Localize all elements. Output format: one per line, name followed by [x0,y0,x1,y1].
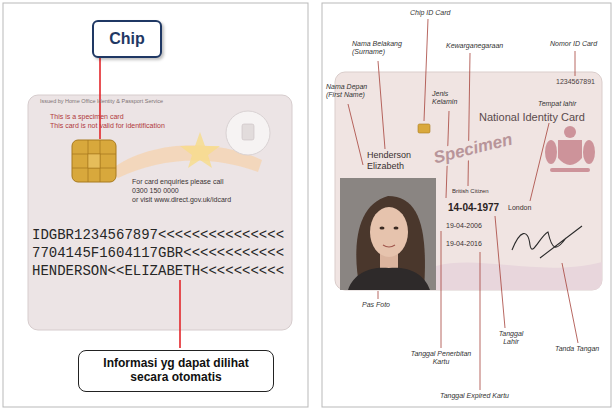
box-text: Informasi yg dapat dilihat secara otomat… [85,356,267,385]
annotation-label: Nama Depan (First Name) [326,83,372,98]
card-text: 14-04-1977 [448,202,499,213]
chip-symbol [88,154,100,168]
portrait-photo [348,268,430,290]
annotation-label: Jenis Kelamin [432,90,464,105]
card-text: London [508,204,531,212]
mrz-line: IDGBR1234567897<<<<<<<<<<<<<<< [32,228,284,243]
box-text: Chip [109,29,145,48]
mrz-line: 7704145F1604117GBR<<<<<<<<<<<< [32,246,284,261]
card-text: This is a specimen card [50,113,124,121]
leader-line [378,291,379,299]
portrait-photo [340,178,436,290]
leader-line [348,19,578,390]
leader-line [424,19,428,121]
portrait-photo [394,227,399,230]
annotation-label: Kewarganegaraan [446,42,503,50]
portrait-photo [380,227,385,230]
portrait-photo [340,178,436,290]
portrait-photo [370,207,408,257]
card-front [335,72,602,290]
card-text: or visit www.direct.gov.uk/idcard [132,196,231,204]
card-text: 1234567891 [556,78,595,86]
portrait-photo [383,245,395,247]
card-back [28,95,292,330]
card-text: 0300 150 0000 [132,187,179,195]
card-front [436,262,602,290]
crest-symbol [545,126,595,172]
card-text: For card enquiries please call [132,178,223,186]
leader-line [378,61,385,149]
signature [512,226,582,258]
crest-symbol [564,126,576,138]
leader-line [575,51,576,76]
card-back [226,111,270,155]
card-back [28,95,292,330]
leader-line [348,104,363,165]
panel-frame [3,3,308,407]
callout-box: Informasi yg dapat dilihat secara otomat… [78,350,274,392]
annotation-label: Nomor ID Card [550,40,597,48]
annotation-label: Nama Belakang (Surname) [352,40,406,55]
card-back [180,132,220,168]
crest-symbol [545,140,557,164]
annotation-label: Tanda Tangan [555,345,599,353]
leader-line [480,252,481,390]
chip-icon [418,124,430,133]
watermark: Specimen [431,130,515,168]
crest-symbol [558,140,582,165]
chip-symbol [72,140,116,182]
annotation-label: Chip ID Card [410,9,450,17]
annotation-label: Tanggal Lahir [494,330,528,345]
card-text: 19-04-2006 [446,222,482,230]
card-text: National Identity Card [478,111,586,123]
card-text: Henderson [367,151,411,161]
card-text: British Citizen [452,188,489,195]
crest-symbol [550,168,590,172]
annotation-label: Tanggal Expired Kartu [440,392,509,400]
card-text: Elizabeth [367,162,404,172]
annotation-label: Pas Foto [362,301,390,309]
panel-frame [322,3,611,407]
leader-line [179,280,181,348]
leader-line [495,216,505,328]
leader-line [441,231,442,348]
card-front [335,72,602,290]
card-text: This card is not valid for identificatio… [50,122,165,130]
card-text: 19-04-2016 [446,240,482,248]
crest-symbol [583,140,595,164]
leader-line [468,53,470,186]
mrz-line: HENDERSON<<ELIZABETH<<<<<<<<<< [32,264,284,279]
card-back [242,124,254,140]
callout-box: Chip [92,20,162,58]
leader-line [530,111,552,201]
annotation-label: Tanggal Penerbitan Kartu [410,350,472,365]
chip-symbol [72,140,116,182]
annotation-label: Tempat lahir [538,100,576,108]
leader-line [562,263,578,343]
card-text: Issued by Home Office Identity & Passpor… [40,98,163,104]
